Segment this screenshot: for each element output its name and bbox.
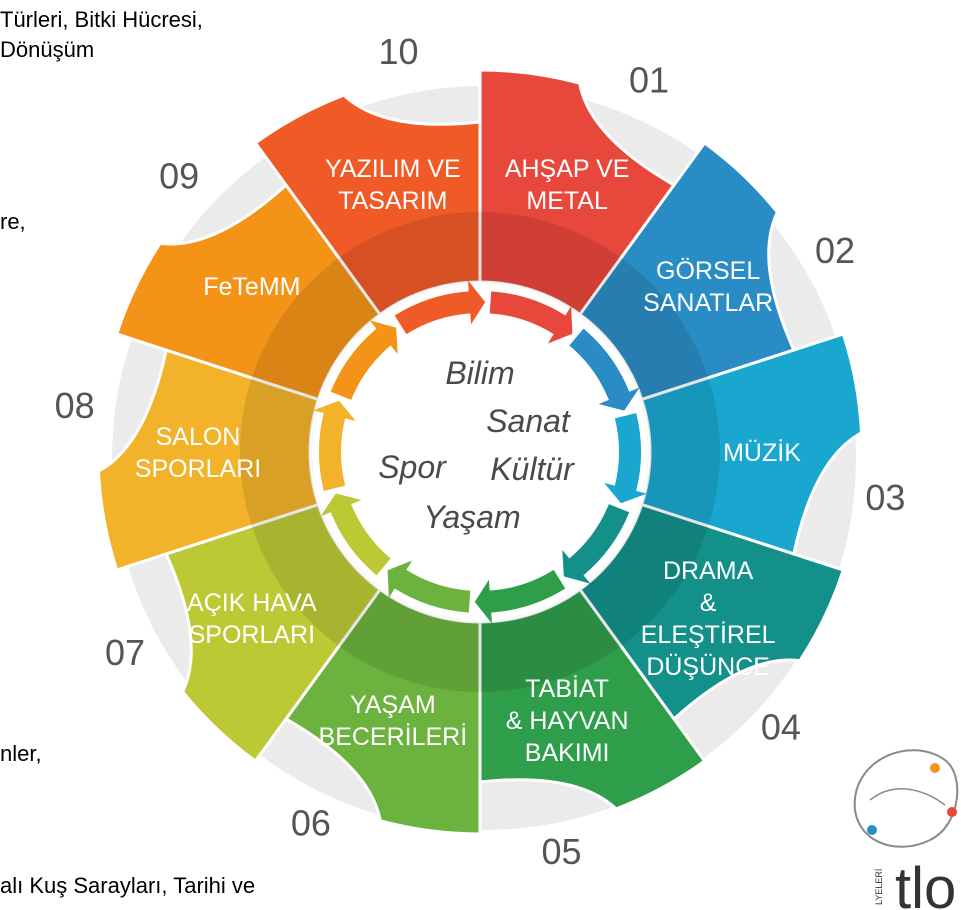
center-arrow-07 <box>320 493 391 576</box>
segment-02-label-line-1: GÖRSEL <box>656 257 760 285</box>
logo-dot-blue <box>867 825 877 835</box>
center-word-1: Bilim <box>445 355 514 391</box>
segment-05-label-line-1: TABİAT <box>525 674 609 703</box>
segment-05-label-line-3: BAKIMI <box>525 739 610 767</box>
logo-outline <box>853 749 959 848</box>
segment-02-label-line-2: SANATLAR <box>643 289 773 317</box>
segment-03 <box>639 332 864 556</box>
cut-text-bottom: alı Kuş Sarayları, Tarihi ve <box>0 873 256 898</box>
center-arrow-03 <box>604 413 647 504</box>
segment-03-number: 03 <box>865 477 905 518</box>
segment-01-label-line-2: METAL <box>526 187 608 215</box>
center-word-2: Sanat <box>486 403 571 439</box>
cut-text-mid: re, <box>0 209 26 234</box>
segment-03-label-line-1: MÜZİK <box>723 438 801 467</box>
center-word-3: Kültür <box>490 451 575 487</box>
cut-text-top-1: Türleri, Bitki Hücresi, <box>0 7 203 32</box>
segment-08-number: 08 <box>55 385 95 426</box>
segment-09-label-line-1: FeTeMM <box>203 273 300 301</box>
segment-08-label-line-2: SPORLARI <box>135 455 261 483</box>
center-arrow-04 <box>562 504 630 584</box>
segment-09-number: 09 <box>159 155 199 196</box>
center-word-4: Spor <box>378 449 447 485</box>
center-arrow-09 <box>330 320 398 400</box>
segment-04-label-line-1: DRAMA <box>663 557 754 585</box>
segment-04-number: 04 <box>761 707 801 748</box>
center-arrow-ring <box>313 280 647 624</box>
center-inner-disc <box>358 330 602 574</box>
segment-10 <box>253 93 482 317</box>
logo-letters: tlo <box>895 856 956 910</box>
segment-07 <box>164 502 383 764</box>
segment-05-number: 05 <box>541 831 581 872</box>
segment-07-label-line-1: AÇIK HAVA <box>187 589 317 617</box>
segment-02-number: 02 <box>815 230 855 271</box>
segment-04-label-line-4: DÜŞÜNCE <box>646 653 770 681</box>
segment-06-number: 06 <box>291 802 331 843</box>
center-arrow-06 <box>387 560 471 613</box>
segment-10-label-line-2: TASARIM <box>338 187 447 215</box>
segment-05 <box>478 587 707 811</box>
brand-logo: LYELERİ tlo <box>853 749 959 910</box>
logo-curve <box>869 788 946 806</box>
center-word-5: Yaşam <box>423 499 520 535</box>
segment-04 <box>577 502 846 722</box>
center-arrow-08 <box>313 400 356 491</box>
segment-07-number: 07 <box>105 632 145 673</box>
segment-08 <box>96 348 321 572</box>
segment-02 <box>577 140 796 402</box>
segment-06-label-line-2: BECERİLERİ <box>319 722 468 751</box>
segment-01-label-line-1: AHŞAP VE <box>505 155 630 183</box>
center-arrow-10 <box>394 280 486 335</box>
segment-01-number: 01 <box>629 60 669 101</box>
logo-dot-orange <box>930 763 940 773</box>
cut-text-top-2: Dönüşüm <box>0 37 95 62</box>
segment-05-label-line-2: & HAYVAN <box>506 707 629 735</box>
segment-09 <box>114 182 383 402</box>
segments <box>96 68 864 836</box>
segment-06-label-line-1: YAŞAM <box>350 691 436 719</box>
segment-10-label-line-1: YAZILIM VE <box>325 155 461 183</box>
center-arrow-01 <box>489 291 573 344</box>
cut-text-lower: nler, <box>0 741 42 766</box>
segment-06 <box>283 587 482 836</box>
segment-10-number: 10 <box>378 31 418 72</box>
segment-04-label-line-3: ELEŞTİREL <box>641 620 776 649</box>
center-arrow-05 <box>474 569 566 624</box>
inner-ring-band <box>240 212 720 692</box>
segment-04-label-line-2: & <box>700 589 717 617</box>
segment-08-label-line-1: SALON <box>156 423 241 451</box>
logo-side-text: LYELERİ <box>874 869 884 905</box>
segment-01 <box>478 68 677 317</box>
logo-dot-red <box>947 807 957 817</box>
center-arrow-02 <box>569 328 640 411</box>
segment-07-label-line-2: SPORLARI <box>189 621 315 649</box>
